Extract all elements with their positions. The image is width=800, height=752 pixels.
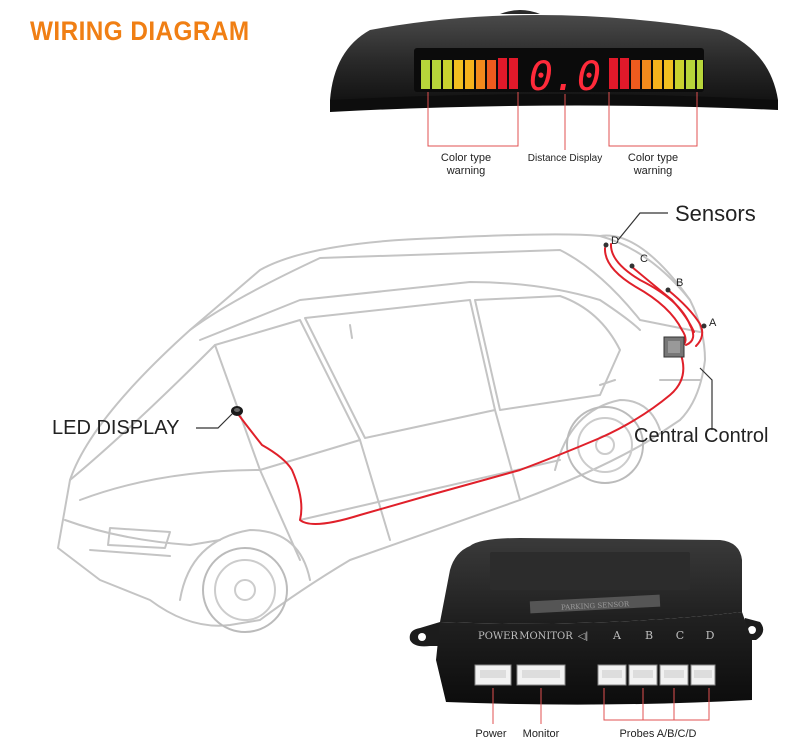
right-warning-bars: [609, 58, 703, 89]
left-color-label-line1: Color type: [441, 152, 491, 164]
port-header-a: A: [612, 629, 622, 642]
page-title: WIRING DIAGRAM: [30, 16, 250, 46]
led-display-unit: 0.0 Color type warning Distance Display: [330, 10, 778, 177]
sensor-letter-c: C: [640, 253, 648, 265]
port-header-b: B: [645, 629, 653, 642]
wiring: [237, 243, 704, 525]
port-header-power: POWER: [478, 631, 519, 642]
led-display-callout-line: [196, 413, 233, 429]
port-header-c: C: [676, 629, 684, 642]
central-control-callout-line: [699, 367, 713, 430]
distance-display-label: Distance Display: [528, 153, 602, 164]
right-color-label-line2: warning: [633, 165, 673, 177]
display-callout-lines: [427, 92, 698, 150]
led-display-label: LED DISPLAY: [52, 417, 179, 439]
control-box: PARKING SENSOR POWER MONITOR ◁| A B C D: [409, 538, 764, 740]
right-color-label-line1: Color type: [628, 152, 678, 164]
plate-text: PARKING SENSOR: [561, 600, 630, 612]
port-a[interactable]: [597, 664, 627, 686]
left-color-label-line2: warning: [446, 165, 486, 177]
car-illustration: [57, 233, 706, 633]
port-c[interactable]: [659, 664, 689, 686]
sensors-callout-line: [617, 212, 668, 241]
sensor-letter-d: D: [611, 235, 619, 247]
left-warning-bars: [421, 58, 518, 89]
car-led-display-icon: [231, 406, 243, 416]
port-header-monitor: MONITOR: [519, 631, 573, 642]
speaker-icon: ◁|: [578, 631, 588, 642]
sensor-letter-a: A: [709, 317, 717, 329]
sensor-wire-b: [667, 289, 704, 347]
sensor-wire-c: [631, 266, 695, 333]
port-d[interactable]: [690, 664, 716, 686]
sensor-markers: D C B A: [603, 235, 717, 329]
car-central-control-icon: [663, 336, 685, 358]
port-header-d: D: [706, 629, 715, 642]
port-callout-lines: [492, 688, 710, 724]
label-monitor: Monitor: [523, 728, 560, 740]
port-power[interactable]: [474, 664, 512, 686]
label-probes: Probes A/B/C/D: [619, 728, 696, 740]
distance-readout: 0.0: [529, 54, 601, 100]
sensor-letter-b: B: [676, 277, 683, 289]
sensors-label: Sensors: [675, 201, 756, 226]
central-control-label: Central Control: [634, 425, 769, 447]
label-power: Power: [475, 728, 507, 740]
port-b[interactable]: [628, 664, 658, 686]
port-monitor[interactable]: [516, 664, 566, 686]
display-wire: [237, 351, 685, 525]
